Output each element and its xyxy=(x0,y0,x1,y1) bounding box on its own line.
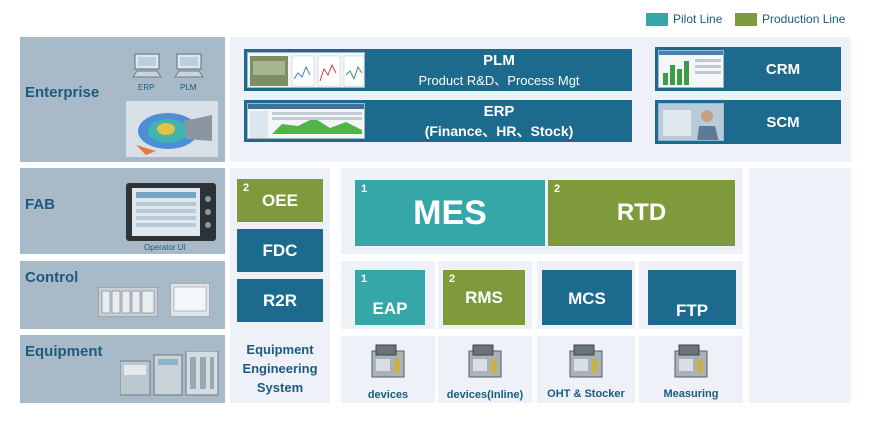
device-panel[interactable]: Measuring xyxy=(639,336,743,403)
fdc-label: FDC xyxy=(262,240,298,260)
production-line-swatch xyxy=(735,13,757,26)
erp-icon-label: ERP xyxy=(138,83,155,92)
equipment-machine-icon xyxy=(468,344,502,378)
mcs-panel: MCS xyxy=(537,261,635,329)
fdc-box[interactable]: FDC xyxy=(237,229,323,272)
operator-ui-icon xyxy=(126,183,216,241)
mes-label: MES xyxy=(413,193,487,232)
ees-caption: Equipment Engineering System xyxy=(242,342,318,395)
mcs-label: MCS xyxy=(568,289,606,308)
control-label: Control xyxy=(25,269,79,286)
device-panel[interactable]: devices xyxy=(341,336,435,403)
r2r-box[interactable]: R2R xyxy=(237,279,323,322)
eap-label: EAP xyxy=(372,299,408,318)
mcs-box[interactable]: MCS xyxy=(542,270,632,325)
pilot-line-label: Pilot Line xyxy=(673,12,723,26)
oee-box[interactable]: 2 OEE xyxy=(237,179,323,222)
enterprise-layer: Enterprise ERP PLM xyxy=(20,37,225,162)
rtd-box[interactable]: 2 RTD xyxy=(548,180,735,246)
rms-label: RMS xyxy=(465,287,503,307)
enterprise-systems-panel: PLM Product R&D、Process Mgt ERP (Finance… xyxy=(230,37,851,162)
computer-icon xyxy=(132,53,162,78)
crm-screenshot-thumbnail xyxy=(658,50,724,88)
device-label: devices xyxy=(367,389,409,401)
plm-subtitle: Product R&D、Process Mgt xyxy=(418,73,580,88)
eap-box[interactable]: 1 EAP xyxy=(355,270,425,325)
equipment-label: Equipment xyxy=(25,343,103,360)
right-empty-panel xyxy=(749,168,851,403)
plm-screenshot-thumbnail xyxy=(247,52,365,88)
production-line-label: Production Line xyxy=(762,12,846,26)
ftp-box[interactable]: FTP xyxy=(648,270,736,325)
production-line-badge: 2 xyxy=(449,273,456,285)
rtd-label: RTD xyxy=(616,199,667,226)
rms-panel: 2 RMS xyxy=(438,261,532,329)
pilot-line-swatch xyxy=(646,13,668,26)
operator-ui-label: Operator UI xyxy=(144,243,186,252)
equipment-layer: Equipment xyxy=(20,335,225,403)
fab-systems-panel: 1 MES 2 RTD xyxy=(341,168,743,254)
pilot-line-badge: 1 xyxy=(361,273,368,285)
cad-model-icon xyxy=(126,101,218,157)
plm-title: PLM xyxy=(483,52,515,69)
device-label: OHT & Stocker xyxy=(547,388,625,400)
plm-icon-label: PLM xyxy=(180,83,197,92)
device-label: Measuring xyxy=(663,388,719,400)
equipment-machine-icon xyxy=(371,344,405,378)
device-panel[interactable]: devices(Inline) xyxy=(438,336,532,403)
equipment-engineering-system-panel: 2 OEE FDC R2R Equipment Engineering Syst… xyxy=(230,168,330,403)
equipment-machine-icon xyxy=(674,344,708,378)
plm-box[interactable]: PLM Product R&D、Process Mgt xyxy=(244,49,632,91)
erp-subtitle: (Finance、HR、Stock) xyxy=(424,123,574,139)
production-line-badge: 2 xyxy=(243,182,250,194)
crm-title: CRM xyxy=(765,60,801,78)
plc-rack-icon xyxy=(98,287,158,317)
ftp-label: FTP xyxy=(675,301,709,320)
device-panel[interactable]: OHT & Stocker xyxy=(537,336,635,403)
fab-layer: FAB Operator UI xyxy=(20,168,225,254)
production-line-badge: 2 xyxy=(554,183,561,195)
rms-box[interactable]: 2 RMS xyxy=(443,270,525,325)
computer-icon xyxy=(174,53,204,78)
equipment-machine-icon xyxy=(569,344,603,378)
scm-box[interactable]: SCM xyxy=(655,100,841,144)
erp-screenshot-thumbnail xyxy=(247,103,365,139)
oee-label: OEE xyxy=(262,190,298,210)
eap-panel: 1 EAP xyxy=(341,261,435,329)
ftp-panel: FTP xyxy=(639,261,743,329)
enterprise-label: Enterprise xyxy=(25,84,100,101)
fab-label: FAB xyxy=(25,196,55,213)
scm-title: SCM xyxy=(766,113,800,131)
crm-box[interactable]: CRM xyxy=(655,47,841,91)
control-layer: Control xyxy=(20,261,225,329)
r2r-label: R2R xyxy=(262,290,297,310)
erp-title: ERP xyxy=(483,103,515,120)
legend: Pilot Line Production Line xyxy=(646,11,866,29)
pilot-line-badge: 1 xyxy=(361,183,368,195)
scm-photo-thumbnail xyxy=(658,103,724,141)
mes-box[interactable]: 1 MES xyxy=(355,180,545,246)
device-label: devices(Inline) xyxy=(446,389,524,401)
equipment-group-icon xyxy=(120,351,219,396)
hmi-panel-icon xyxy=(170,283,210,317)
erp-box[interactable]: ERP (Finance、HR、Stock) xyxy=(244,100,632,142)
